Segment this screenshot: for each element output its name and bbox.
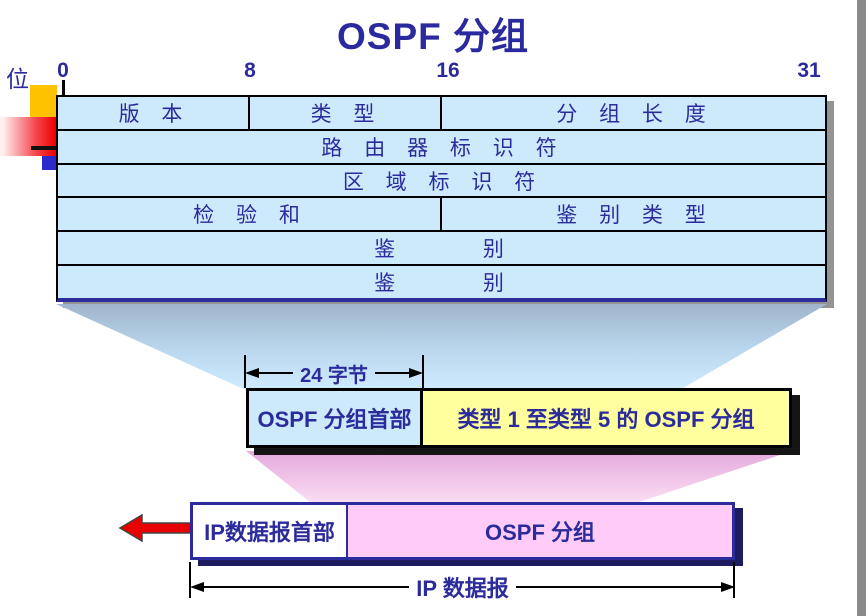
- ip-body-segment: OSPF 分组: [348, 505, 732, 557]
- field-router-id: 路 由 器 标 识 符: [321, 136, 562, 160]
- arrow-left-icon: [190, 582, 204, 592]
- bit-0-tick-mark: [62, 80, 65, 96]
- bit-tick-8: 8: [244, 59, 256, 82]
- blue-square-decoration: [42, 156, 57, 170]
- header-length-measure: 24 字节: [245, 361, 423, 387]
- table-row-3: 区 域 标 识 符: [58, 162, 825, 197]
- ospf-packet-bar: OSPF 分组首部 类型 1 至类型 5 的 OSPF 分组: [246, 388, 792, 448]
- table-row-4: 检 验 和 鉴 别 类 型: [58, 196, 825, 231]
- arrow-left-icon: [245, 368, 259, 378]
- header-length-label: 24 字节: [300, 364, 368, 387]
- table-row-2: 路 由 器 标 识 符: [58, 128, 825, 163]
- red-left-arrow-icon: [118, 513, 191, 543]
- field-auth-type: 鉴 别 类 型: [440, 198, 825, 231]
- arrow-right-icon: [409, 368, 423, 378]
- page-edge-strip: [857, 0, 866, 616]
- black-line-decoration: [31, 146, 58, 150]
- measure-tick-right: [422, 355, 424, 388]
- pink-funnel-shape: [246, 451, 792, 502]
- bit-tick-31: 31: [797, 59, 821, 82]
- field-auth-1: 鉴 别: [374, 238, 509, 262]
- ospf-header-segment: OSPF 分组首部: [249, 391, 423, 445]
- table-row-5: 鉴 别: [58, 230, 825, 264]
- ospf-header-table: 版 本 类 型 分 组 长 度 路 由 器 标 识 符 区 域 标 识 符 检 …: [56, 95, 827, 302]
- ip-datagram-label: IP 数据报: [416, 576, 509, 601]
- ospf-body-segment: 类型 1 至类型 5 的 OSPF 分组: [423, 391, 789, 445]
- gold-square-decoration: [30, 85, 57, 117]
- bit-tick-16: 16: [436, 59, 460, 82]
- field-checksum: 检 验 和: [193, 204, 305, 228]
- field-packet-length: 分 组 长 度: [440, 97, 825, 129]
- bit-scale-label: 位: [6, 66, 29, 92]
- page-title: OSPF 分组: [336, 16, 530, 57]
- blue-funnel-shape: [56, 304, 827, 390]
- ip-measure-tick-right: [733, 562, 735, 598]
- table-row-1: 版 本 类 型 分 组 长 度: [58, 97, 825, 129]
- table-row-6: 鉴 别: [58, 264, 825, 298]
- field-area-id: 区 域 标 识 符: [342, 170, 541, 194]
- ip-measure-tick-left: [189, 562, 191, 598]
- red-gradient-decoration: [0, 117, 56, 156]
- ip-header-segment: IP数据报首部: [193, 505, 348, 557]
- ip-datagram-bar: IP数据报首部 OSPF 分组: [190, 502, 735, 560]
- field-type: 类 型: [248, 97, 440, 129]
- field-version: 版 本: [118, 102, 188, 126]
- ip-datagram-measure: IP 数据报: [190, 575, 736, 601]
- field-auth-2: 鉴 别: [374, 272, 509, 296]
- arrow-right-icon: [721, 582, 736, 592]
- bit-tick-0: 0: [57, 59, 69, 82]
